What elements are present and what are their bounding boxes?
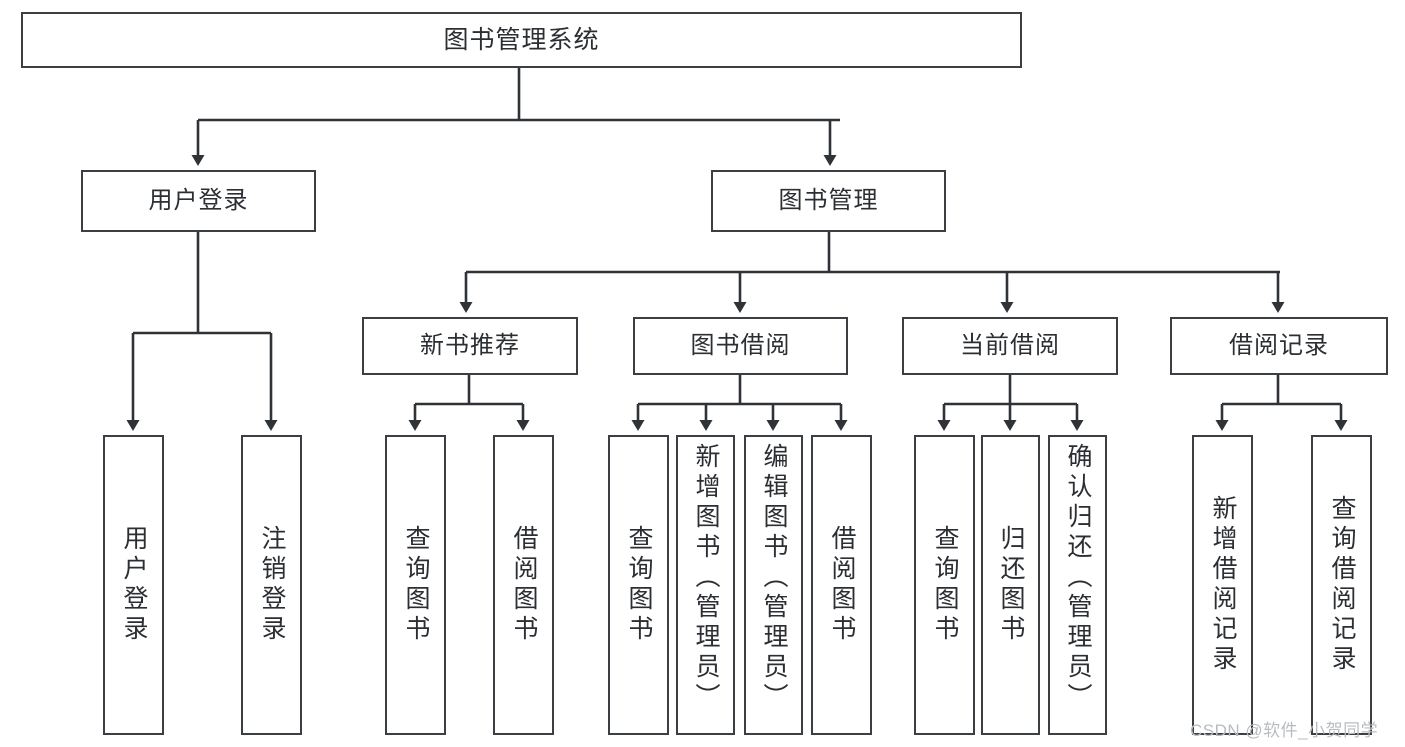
watermark-text: CSDN @软件_小贺同学	[1190, 721, 1379, 740]
node-borrow-record[interactable]: 借阅记录	[1170, 317, 1388, 375]
node-leaf-borrow-book[interactable]: 借阅图书	[811, 435, 872, 735]
node-label: 查询借阅记录	[1328, 495, 1356, 675]
node-label: 确认归还（管理员）	[1064, 443, 1092, 713]
node-root-system[interactable]: 图书管理系统	[21, 12, 1022, 68]
node-label: 用户登录	[148, 187, 249, 215]
node-label: 编辑图书（管理员）	[760, 443, 788, 713]
node-leaf-query-book-new[interactable]: 查询图书	[385, 435, 446, 735]
node-current-borrow[interactable]: 当前借阅	[902, 317, 1118, 375]
node-new-book-recommend[interactable]: 新书推荐	[362, 317, 578, 375]
node-leaf-edit-book-admin[interactable]: 编辑图书（管理员）	[744, 435, 803, 735]
node-label: 图书管理系统	[443, 25, 600, 54]
node-label: 图书借阅	[690, 332, 791, 360]
node-leaf-query-book-current[interactable]: 查询图书	[914, 435, 975, 735]
node-label: 查询图书	[402, 525, 430, 645]
node-user-login[interactable]: 用户登录	[81, 170, 316, 232]
node-label: 借阅图书	[828, 525, 856, 645]
node-label: 查询图书	[931, 525, 959, 645]
node-leaf-borrow-book-new[interactable]: 借阅图书	[493, 435, 554, 735]
node-book-management[interactable]: 图书管理	[711, 170, 946, 232]
node-label: 新增图书（管理员）	[692, 443, 720, 713]
node-label: 图书管理	[778, 187, 879, 215]
node-label: 借阅记录	[1229, 332, 1329, 360]
node-label: 注销登录	[258, 525, 286, 645]
node-leaf-user-login[interactable]: 用户登录	[103, 435, 164, 735]
node-book-borrow[interactable]: 图书借阅	[633, 317, 848, 375]
node-leaf-add-book-admin[interactable]: 新增图书（管理员）	[676, 435, 735, 735]
node-label: 查询图书	[625, 525, 653, 645]
node-label: 新增借阅记录	[1209, 495, 1237, 675]
node-leaf-logout[interactable]: 注销登录	[241, 435, 302, 735]
node-label: 借阅图书	[510, 525, 538, 645]
node-label: 归还图书	[997, 525, 1025, 645]
node-label: 当前借阅	[960, 332, 1060, 360]
node-label: 用户登录	[120, 525, 148, 645]
node-leaf-add-borrow-record[interactable]: 新增借阅记录	[1192, 435, 1253, 735]
node-leaf-confirm-return-admin[interactable]: 确认归还（管理员）	[1048, 435, 1107, 735]
node-label: 新书推荐	[420, 332, 520, 360]
node-leaf-query-borrow-record[interactable]: 查询借阅记录	[1311, 435, 1372, 735]
node-leaf-return-book[interactable]: 归还图书	[981, 435, 1040, 735]
node-leaf-query-book-borrow[interactable]: 查询图书	[608, 435, 669, 735]
